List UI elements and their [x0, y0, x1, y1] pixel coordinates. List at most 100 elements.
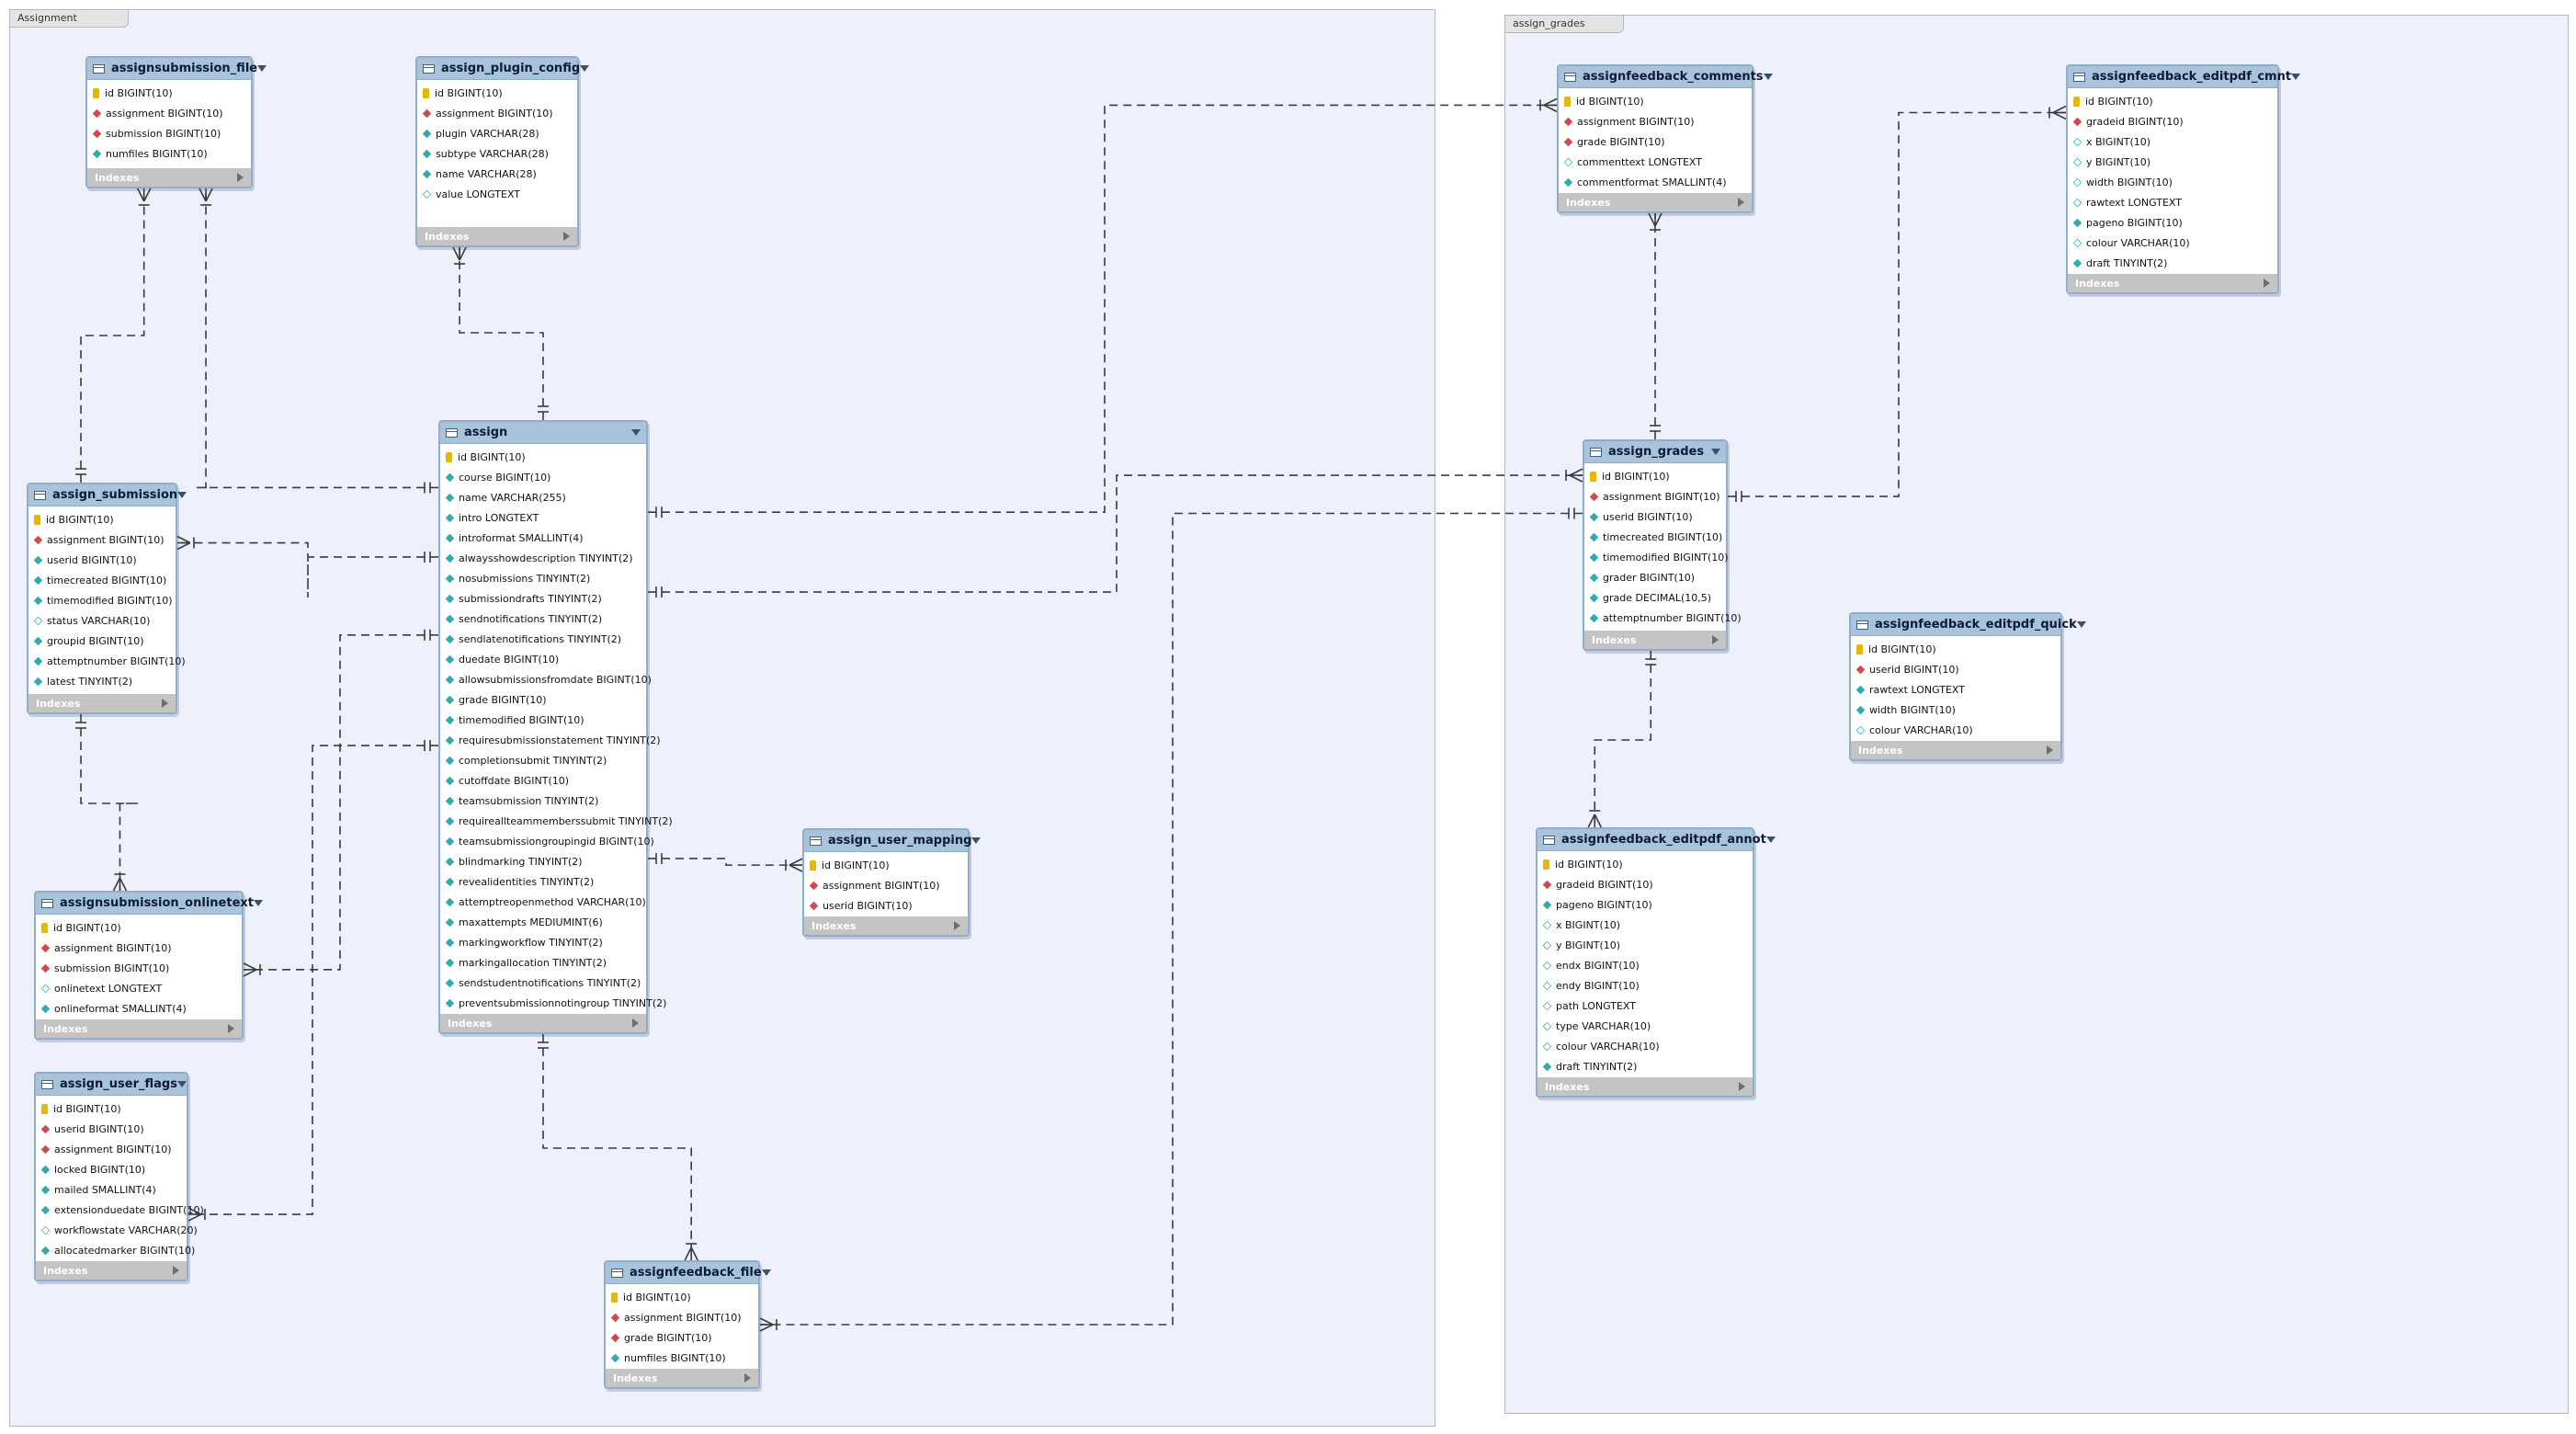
column-row[interactable]: assignment BIGINT(10): [804, 875, 968, 895]
relationship-assign-assignsubmission_file[interactable]: [197, 188, 438, 494]
column-row[interactable]: assignment BIGINT(10): [606, 1307, 758, 1327]
relationship-assign-assign_plugin_config[interactable]: [452, 246, 549, 420]
column-row[interactable]: timemodified BIGINT(10): [1584, 547, 1729, 567]
column-row[interactable]: extensionduedate BIGINT(10): [36, 1200, 204, 1220]
indexes-section[interactable]: Indexes: [28, 694, 176, 712]
column-row[interactable]: timemodified BIGINT(10): [440, 710, 646, 730]
relationship-assign_grades-assignfeedback_file[interactable]: [759, 507, 1583, 1332]
indexes-section[interactable]: Indexes: [440, 1014, 646, 1032]
table-header[interactable]: assign_grades: [1584, 441, 1726, 463]
relationship-assign-assign_user_flags[interactable]: [187, 740, 438, 1222]
column-row[interactable]: groupid BIGINT(10): [28, 631, 176, 651]
expand-indexes-icon[interactable]: [2047, 745, 2053, 755]
column-row[interactable]: id BIGINT(10): [1584, 466, 1726, 486]
column-row[interactable]: path LONGTEXT: [1538, 996, 1753, 1016]
column-row[interactable]: numfiles BIGINT(10): [87, 143, 251, 164]
indexes-section[interactable]: Indexes: [1559, 193, 1752, 211]
column-row[interactable]: pageno BIGINT(10): [2068, 212, 2277, 233]
column-row[interactable]: introformat SMALLINT(4): [440, 528, 646, 548]
relationship-assign-assignfeedback_file[interactable]: [538, 1034, 698, 1261]
column-row[interactable]: name VARCHAR(255): [440, 487, 646, 507]
column-row[interactable]: id BIGINT(10): [1538, 854, 1753, 874]
column-row[interactable]: sendlatenotifications TINYINT(2): [440, 629, 646, 649]
column-row[interactable]: intro LONGTEXT: [440, 507, 646, 528]
layer-title[interactable]: assign_grades: [1504, 15, 1624, 33]
column-row[interactable]: x BIGINT(10): [1538, 915, 1753, 935]
column-row[interactable]: locked BIGINT(10): [36, 1159, 187, 1179]
table-header[interactable]: assign: [440, 422, 646, 444]
expand-indexes-icon[interactable]: [237, 173, 244, 182]
collapse-toggle-icon[interactable]: [177, 492, 187, 498]
expand-indexes-icon[interactable]: [173, 1266, 179, 1275]
collapse-toggle-icon[interactable]: [253, 900, 263, 906]
layer-title[interactable]: Assignment: [9, 9, 129, 28]
column-row[interactable]: markingworkflow TINYINT(2): [440, 932, 646, 952]
column-row[interactable]: id BIGINT(10): [36, 917, 242, 938]
expand-indexes-icon[interactable]: [744, 1373, 751, 1383]
column-row[interactable]: width BIGINT(10): [2068, 172, 2277, 192]
column-row[interactable]: gradeid BIGINT(10): [1538, 874, 1753, 894]
column-row[interactable]: submissiondrafts TINYINT(2): [440, 588, 646, 609]
column-row[interactable]: status VARCHAR(10): [28, 610, 176, 631]
column-row[interactable]: plugin VARCHAR(28): [417, 123, 577, 143]
column-row[interactable]: onlinetext LONGTEXT: [36, 978, 242, 998]
column-row[interactable]: assignment BIGINT(10): [1559, 111, 1752, 131]
collapse-toggle-icon[interactable]: [176, 1081, 187, 1087]
column-row[interactable]: timecreated BIGINT(10): [28, 570, 176, 590]
column-row[interactable]: draft TINYINT(2): [2068, 253, 2277, 273]
column-row[interactable]: userid BIGINT(10): [36, 1119, 187, 1139]
collapse-toggle-icon[interactable]: [1711, 449, 1720, 455]
column-row[interactable]: completionsubmit TINYINT(2): [440, 750, 646, 770]
expand-indexes-icon[interactable]: [162, 699, 168, 708]
column-row[interactable]: userid BIGINT(10): [1584, 506, 1726, 527]
column-row[interactable]: attemptreopenmethod VARCHAR(10): [440, 892, 646, 912]
indexes-section[interactable]: Indexes: [36, 1261, 187, 1280]
column-row[interactable]: id BIGINT(10): [2068, 91, 2277, 111]
collapse-toggle-icon[interactable]: [580, 65, 590, 72]
column-row[interactable]: timemodified BIGINT(10): [28, 590, 176, 610]
table-header[interactable]: assign_plugin_config: [417, 58, 590, 80]
column-row[interactable]: duedate BIGINT(10): [440, 649, 646, 669]
column-row[interactable]: requiresubmissionstatement TINYINT(2): [440, 730, 661, 750]
indexes-section[interactable]: Indexes: [606, 1369, 758, 1387]
indexes-section[interactable]: Indexes: [36, 1019, 242, 1038]
indexes-section[interactable]: Indexes: [1851, 741, 2060, 759]
column-row[interactable]: assignment BIGINT(10): [36, 938, 242, 958]
indexes-section[interactable]: Indexes: [804, 916, 968, 935]
expand-indexes-icon[interactable]: [954, 921, 960, 930]
relationship-assign-assignfeedback_comments[interactable]: [648, 97, 1558, 518]
expand-indexes-icon[interactable]: [1739, 1082, 1745, 1091]
column-row[interactable]: latest TINYINT(2): [28, 671, 176, 691]
collapse-toggle-icon[interactable]: [257, 65, 267, 72]
column-row[interactable]: allowsubmissionsfromdate BIGINT(10): [440, 669, 652, 689]
indexes-section[interactable]: Indexes: [2068, 274, 2277, 292]
table-header[interactable]: assignfeedback_editpdf_cmnt: [2068, 66, 2301, 88]
indexes-section[interactable]: Indexes: [1584, 631, 1726, 649]
column-row[interactable]: width BIGINT(10): [1851, 700, 2060, 720]
column-row[interactable]: commentformat SMALLINT(4): [1559, 172, 1752, 192]
relationship-assign-assign_grades[interactable]: [648, 468, 1583, 598]
column-row[interactable]: id BIGINT(10): [1851, 639, 2060, 659]
relationship-assign-assign_user_mapping[interactable]: [648, 852, 803, 872]
column-row[interactable]: y BIGINT(10): [2068, 152, 2277, 172]
column-row[interactable]: assignment BIGINT(10): [1584, 486, 1726, 506]
column-row[interactable]: attemptnumber BIGINT(10): [1584, 608, 1742, 628]
column-row[interactable]: id BIGINT(10): [606, 1287, 758, 1307]
column-row[interactable]: colour VARCHAR(10): [2068, 233, 2277, 253]
relationship-assign_grades-assignfeedback_comments[interactable]: [1648, 212, 1662, 439]
relationship-assign_submission-assignsubmission_file[interactable]: [75, 188, 152, 483]
expand-indexes-icon[interactable]: [563, 232, 570, 241]
column-row[interactable]: y BIGINT(10): [1538, 935, 1753, 955]
table-header[interactable]: assignsubmission_onlinetext: [36, 893, 263, 915]
table-header[interactable]: assignfeedback_comments: [1559, 66, 1773, 88]
column-row[interactable]: teamsubmissiongroupingid BIGINT(10): [440, 831, 654, 851]
indexes-section[interactable]: Indexes: [1538, 1077, 1753, 1096]
collapse-toggle-icon[interactable]: [1763, 74, 1773, 80]
column-row[interactable]: grade BIGINT(10): [440, 689, 646, 710]
column-row[interactable]: userid BIGINT(10): [28, 550, 176, 570]
